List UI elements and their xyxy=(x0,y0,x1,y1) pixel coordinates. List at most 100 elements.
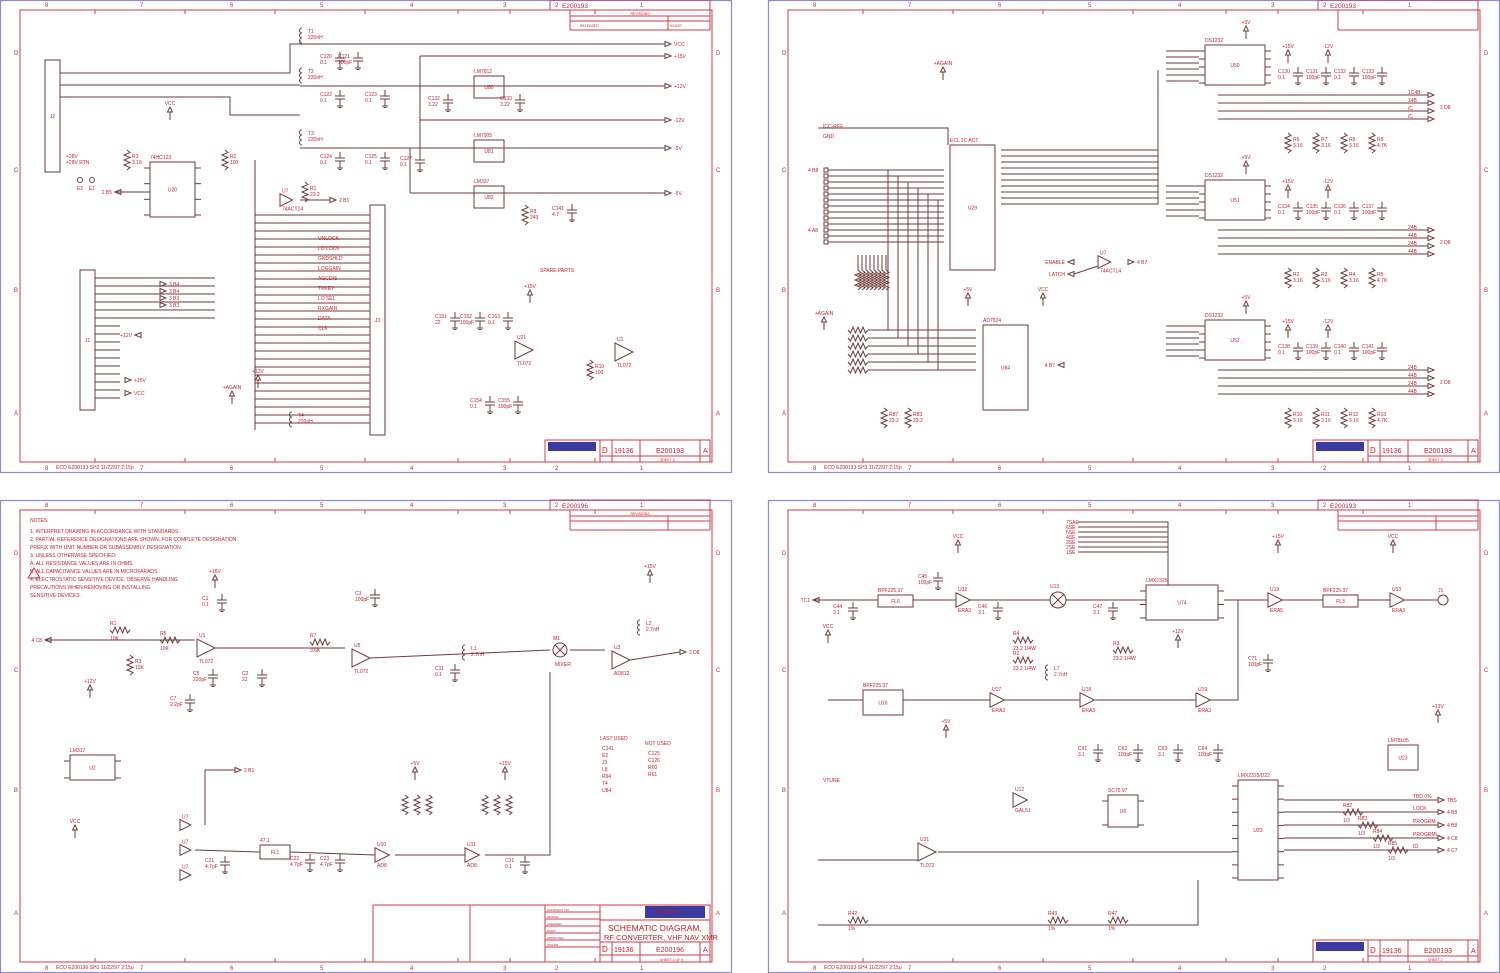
pin-label: LO LOCK xyxy=(318,246,340,252)
zone-col: 5 xyxy=(1088,966,1092,972)
wire xyxy=(847,915,869,925)
capacitor-ref: C62 xyxy=(1118,746,1127,752)
wire xyxy=(861,269,871,291)
chip-ref: U74 xyxy=(1177,601,1186,607)
wire xyxy=(60,96,300,116)
resistor-value: 3.16 xyxy=(1293,143,1303,149)
resistor-value: 3.16 xyxy=(1293,278,1303,284)
net-label: TBD 0% xyxy=(1413,794,1432,800)
amplifier-ref: U19 xyxy=(1198,687,1207,693)
top-doc-number: E200193 xyxy=(1330,3,1356,10)
output-line-label: 44B xyxy=(1408,389,1418,395)
wire xyxy=(369,649,551,659)
port-connector: 4 B7 xyxy=(1045,361,1065,369)
capacitor-value: 4.7pF xyxy=(290,862,303,868)
wire xyxy=(903,407,913,429)
zone-col: 8 xyxy=(813,466,817,472)
port-connector: 2 B1 xyxy=(329,196,350,204)
bus-label: 2SE xyxy=(1066,545,1076,551)
capacitor-ref: C44 xyxy=(833,604,842,610)
cage-code: 19136 xyxy=(614,947,634,954)
zone-col: 3 xyxy=(1271,466,1275,472)
amplifier-ref: U5 xyxy=(354,643,361,649)
chip-part: LM337 xyxy=(474,179,490,185)
zone-col: 4 xyxy=(410,966,414,972)
resistor xyxy=(504,794,514,816)
power-label: +5V xyxy=(410,761,420,767)
capacitor-value: 0.1 xyxy=(400,162,407,168)
resistor-value: 100 xyxy=(595,370,604,376)
capacitor-value: 100pF xyxy=(1306,350,1320,356)
net-label: ID xyxy=(1413,844,1418,850)
amplifier-ref: U11 xyxy=(467,842,476,848)
inductor-value: 220nH xyxy=(308,75,323,81)
note-line: 2. PARTIAL REFERENCE DESIGNATIONS ARE SH… xyxy=(30,537,237,543)
ic-chip: U82 LM337 xyxy=(473,179,505,209)
amplifier-ref: U18 xyxy=(1082,687,1091,693)
inductor-value: 2.7nH xyxy=(471,652,485,658)
chip-ref: U16 xyxy=(878,701,887,707)
zone-col: 7 xyxy=(140,966,144,972)
wire xyxy=(847,325,869,335)
power-symbol: +5V xyxy=(1241,295,1251,314)
wire xyxy=(1387,845,1409,855)
bus-label: 1SE xyxy=(1066,550,1076,556)
zone-row: B xyxy=(782,288,786,294)
capacitor-value: 0.1 xyxy=(320,160,327,166)
wire xyxy=(1367,132,1377,154)
capacitor-ref: C1 xyxy=(202,596,209,602)
amplifier-part: ERA3 xyxy=(1198,708,1211,714)
wire xyxy=(873,269,883,291)
wire xyxy=(300,181,310,203)
wire xyxy=(485,672,551,856)
wire xyxy=(309,637,331,647)
port-label: +12V xyxy=(120,333,132,339)
zone-col: 6 xyxy=(230,966,234,972)
zone-col: 2 xyxy=(1323,466,1327,472)
zone-row: D xyxy=(716,551,721,557)
output-line-label: 24B xyxy=(1408,225,1418,231)
zone-col: 7 xyxy=(908,503,912,509)
zone-col: 2 xyxy=(555,466,559,472)
resistor xyxy=(492,794,502,816)
resistor-value: 3.16 xyxy=(1349,143,1359,149)
sheet-number: SHEET 4 xyxy=(660,458,675,462)
output-line-label: 44B xyxy=(1408,249,1418,255)
drawing-title: SCHEMATIC DIAGRAM, xyxy=(608,923,702,933)
capacitor-value: 100pF xyxy=(355,597,369,603)
resistor xyxy=(861,269,871,291)
zone-col: 1 xyxy=(640,966,644,972)
revision-header: REVISIONS xyxy=(630,512,650,516)
power-label: +12V xyxy=(252,369,264,375)
zone-row: C xyxy=(1484,668,1489,674)
wire xyxy=(1001,88,1159,205)
power-symbol: VCC xyxy=(1388,534,1399,553)
port-label: 3 B4 xyxy=(169,289,180,295)
power-label: +15V xyxy=(1272,534,1284,540)
drawing-number: E200193 xyxy=(656,448,684,455)
port-label: +12V xyxy=(674,84,686,90)
capacitor-value: 0.1 xyxy=(1334,75,1341,81)
chip-part: BPF225.37 xyxy=(1323,588,1348,594)
chip-ref: U82 xyxy=(484,195,493,201)
resistor-value: 1/3 xyxy=(1358,831,1365,837)
port-connector: -12V xyxy=(664,116,685,124)
zone-row: B xyxy=(782,788,786,794)
drawing-size: D xyxy=(1370,446,1376,455)
zone-row: A xyxy=(716,911,720,917)
power-label: +5V xyxy=(963,287,973,293)
capacitor-value: 0.1 xyxy=(320,98,327,104)
